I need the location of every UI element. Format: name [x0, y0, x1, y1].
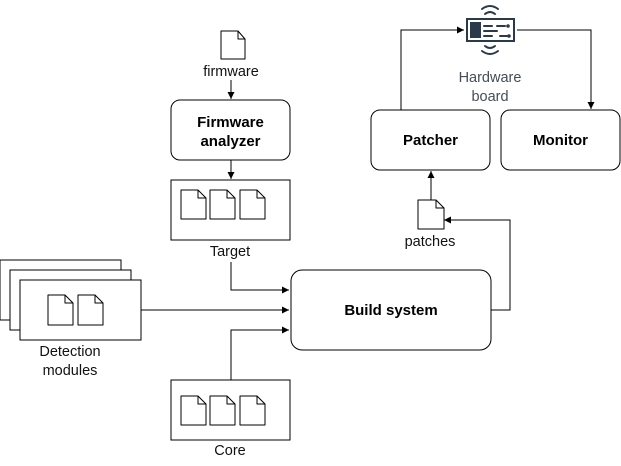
target-node: Target: [170, 179, 291, 260]
edge-target-to-build-system: [230, 262, 289, 294]
document-icon: [239, 189, 266, 220]
build-system-box: [290, 269, 492, 351]
document-icon: [47, 294, 74, 326]
target-label: Target: [210, 244, 250, 260]
edge-build-system-to-patches: [444, 216, 511, 311]
firmware-analyzer-label-line2: analyzer: [200, 133, 260, 150]
monitor-box: [500, 109, 621, 171]
firmware-analyzer-box: [170, 99, 291, 161]
document-icon: [417, 199, 445, 230]
patcher-node: Patcher: [370, 109, 491, 171]
monitor-node: Monitor: [500, 109, 621, 171]
patcher-box: [370, 109, 491, 171]
detection-modules-node: Detection modules: [0, 259, 142, 379]
edge-hardware-to-monitor: [517, 29, 595, 109]
firmware-label: firmware: [203, 64, 259, 80]
edge-patcher-to-hardware: [400, 26, 464, 110]
patches-node: patches: [405, 199, 456, 250]
detection-modules-label-line1: Detection: [39, 344, 100, 360]
firmware-analyzer-node: Firmware analyzer: [170, 99, 291, 161]
monitor-label: Monitor: [533, 132, 588, 149]
hardware-board-label-line1: Hardware: [459, 70, 522, 86]
document-icon: [180, 395, 207, 426]
build-system-label: Build system: [344, 302, 437, 319]
document-icon: [77, 294, 104, 326]
detection-modules-label-line2: modules: [43, 363, 98, 379]
circuit-board-icon: [466, 5, 515, 55]
document-icon: [209, 189, 236, 220]
patches-label: patches: [405, 234, 456, 250]
hardware-board-node: Hardware board: [459, 5, 522, 105]
build-system-node: Build system: [290, 269, 492, 351]
document-icon: [239, 395, 266, 426]
core-documents: [180, 395, 266, 426]
document-icon: [209, 395, 236, 426]
edge-core-to-build-system: [230, 326, 289, 380]
target-documents: [180, 189, 266, 220]
patcher-label: Patcher: [403, 132, 458, 149]
firmware-analyzer-label-line1: Firmware: [197, 114, 264, 131]
document-icon: [180, 189, 207, 220]
edges: [141, 26, 595, 380]
hardware-board-label-line2: board: [471, 89, 508, 105]
core-node: Core: [170, 379, 291, 459]
document-icon: [220, 30, 246, 60]
firmware-node: firmware: [203, 30, 259, 80]
core-label: Core: [214, 443, 245, 459]
